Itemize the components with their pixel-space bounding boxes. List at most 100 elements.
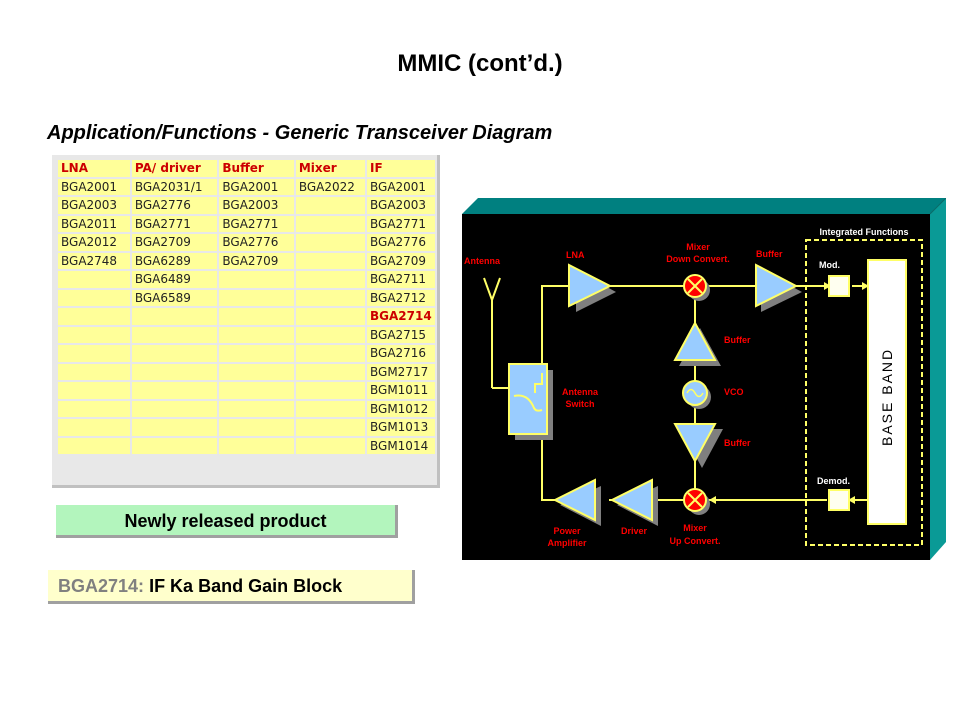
table-cell: BGA2715 xyxy=(367,326,435,343)
table-row: BGA2715 xyxy=(58,326,435,343)
table-cell xyxy=(295,437,365,454)
table-cell: BGM2717 xyxy=(367,363,435,380)
table-cell: BGA2001 xyxy=(367,178,435,195)
product-note: BGA2714: IF Ka Band Gain Block xyxy=(48,570,415,604)
table-cell: BGA2771 xyxy=(367,215,435,232)
table-cell xyxy=(219,326,294,343)
label-power-amp-1: Power xyxy=(553,526,581,536)
driver-amplifier-icon xyxy=(609,478,658,526)
antenna-switch-icon xyxy=(508,363,553,440)
label-mixer-down-1: Mixer xyxy=(686,242,710,252)
table-cell xyxy=(295,252,365,269)
table-cell: BGA2776 xyxy=(131,197,218,214)
table-cell xyxy=(58,345,130,362)
table-cell xyxy=(131,437,218,454)
table-cell xyxy=(219,437,294,454)
table-cell: BGA6489 xyxy=(131,271,218,288)
label-power-amp-2: Amplifier xyxy=(547,538,587,548)
product-note-part: BGA2714: xyxy=(58,576,145,596)
table-row: BGM1012 xyxy=(58,400,435,417)
label-buffer-top: Buffer xyxy=(756,249,783,259)
table-cell xyxy=(295,308,365,325)
table-cell xyxy=(219,289,294,306)
demod-block xyxy=(828,489,850,511)
label-mod: Mod. xyxy=(819,260,840,270)
frame-right xyxy=(930,198,946,560)
label-vco: VCO xyxy=(724,387,744,397)
table-cell xyxy=(295,326,365,343)
table-cell xyxy=(58,400,130,417)
base-band-block xyxy=(867,259,907,525)
table-cell xyxy=(58,419,130,436)
label-mixer-up-1: Mixer xyxy=(683,523,707,533)
table-cell: BGA2012 xyxy=(58,234,130,251)
table-header-cell: Mixer xyxy=(295,160,365,177)
frame-top xyxy=(462,198,946,214)
table-cell xyxy=(58,363,130,380)
buffer-lo-up-icon xyxy=(673,320,721,366)
table-cell: BGA2709 xyxy=(219,252,294,269)
table-cell xyxy=(58,437,130,454)
table-cell xyxy=(295,363,365,380)
table-cell xyxy=(58,326,130,343)
table-cell: BGA6589 xyxy=(131,289,218,306)
arrows xyxy=(709,282,869,504)
slide-subtitle: Application/Functions - Generic Transcei… xyxy=(47,122,553,144)
table-cell xyxy=(131,326,218,343)
table-cell xyxy=(131,363,218,380)
table-cell xyxy=(219,400,294,417)
integrated-functions-box xyxy=(805,239,923,546)
table-cell xyxy=(131,308,218,325)
slide-title: MMIC (cont’d.) xyxy=(397,50,563,77)
table-header-cell: Buffer xyxy=(219,160,294,177)
table-cell xyxy=(219,271,294,288)
label-driver: Driver xyxy=(621,526,648,536)
table-cell: BGA2711 xyxy=(367,271,435,288)
table-row: BGA2716 xyxy=(58,345,435,362)
table-cell xyxy=(295,234,365,251)
label-buffer-mid-up: Buffer xyxy=(724,335,751,345)
table-cell xyxy=(131,419,218,436)
table-cell: BGA2003 xyxy=(367,197,435,214)
lna-amplifier-icon xyxy=(568,263,616,312)
table-header-cell: IF xyxy=(367,160,435,177)
table-cell: BGA2776 xyxy=(219,234,294,251)
table-cell xyxy=(295,400,365,417)
table-cell xyxy=(295,289,365,306)
table-header-cell: LNA xyxy=(58,160,130,177)
table-row: BGA2714 xyxy=(58,308,435,325)
label-lna: LNA xyxy=(566,250,585,260)
label-integrated-functions: Integrated Functions xyxy=(819,227,908,237)
table-cell: BGA2771 xyxy=(219,215,294,232)
mixer-up-convert-icon xyxy=(683,488,710,515)
table-cell xyxy=(131,382,218,399)
table-cell: BGA2003 xyxy=(219,197,294,214)
table-cell xyxy=(219,382,294,399)
table-cell xyxy=(219,345,294,362)
table-cell xyxy=(58,382,130,399)
table-cell: BGA2714 xyxy=(367,308,435,325)
label-demod: Demod. xyxy=(817,476,850,486)
table-cell xyxy=(219,419,294,436)
vco-oscillator-icon xyxy=(682,380,711,409)
table-header-cell: PA/ driver xyxy=(131,160,218,177)
table-cell: BGA6289 xyxy=(131,252,218,269)
table-cell xyxy=(131,345,218,362)
mod-block xyxy=(828,275,850,297)
table-row: BGA6489 BGA2711 xyxy=(58,271,435,288)
transceiver-diagram: BASE BAND Antenna LNA Mixer Down Convert… xyxy=(462,197,947,560)
label-mixer-up-2: Up Convert. xyxy=(669,536,720,546)
table-row: BGM2717 xyxy=(58,363,435,380)
table-cell: BGM1013 xyxy=(367,419,435,436)
label-antenna: Antenna xyxy=(464,256,501,266)
table-cell: BGA2001 xyxy=(219,178,294,195)
table-cell: BGA2031/1 xyxy=(131,178,218,195)
wires xyxy=(483,277,867,501)
